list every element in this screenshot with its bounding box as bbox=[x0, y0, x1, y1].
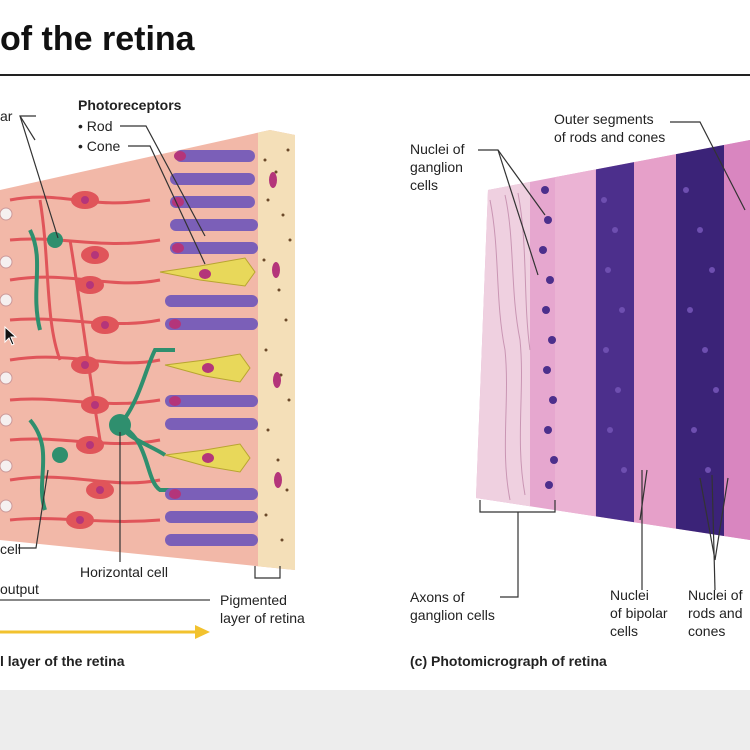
left-leader-lines bbox=[18, 115, 281, 579]
rods-nuclei-label-line1: Nuclei of bbox=[688, 587, 743, 603]
pigment-granules bbox=[262, 148, 292, 542]
inner-plexiform-layer bbox=[555, 140, 595, 540]
left-edge-neuron-bulbs bbox=[0, 207, 13, 513]
bipolar-nuclei-label-line3: cells bbox=[610, 623, 638, 639]
bipolar-label: ar bbox=[0, 108, 13, 124]
outer-segments-label-line1: Outer segments bbox=[554, 111, 654, 127]
rod-cells bbox=[165, 150, 258, 546]
slide-title: of the retina bbox=[0, 20, 195, 58]
right-leader-lines bbox=[478, 121, 746, 598]
retina-schematic: ar Photoreceptors • Rod • Cone cell Hori… bbox=[0, 97, 305, 669]
axons-label-line2: ganglion cells bbox=[410, 607, 495, 623]
pigmented-label-line2: layer of retina bbox=[220, 610, 305, 626]
rods-nuclei-label-line3: cones bbox=[688, 623, 725, 639]
ganglion-nuclei bbox=[539, 186, 558, 489]
horizontal-cell-label: Horizontal cell bbox=[80, 564, 168, 580]
photoreceptor-segment-layer bbox=[724, 140, 750, 540]
bipolar-nuclei-label-line2: of bipolar bbox=[610, 605, 668, 621]
ganglion-fiber-layer bbox=[476, 140, 530, 540]
outer-nuclear-layer bbox=[676, 140, 724, 540]
rod-label: • Rod bbox=[78, 118, 112, 134]
pigmented-layer bbox=[258, 130, 295, 570]
cone-label: • Cone bbox=[78, 138, 120, 154]
tissue-background bbox=[0, 130, 295, 570]
output-arrow bbox=[0, 625, 210, 639]
photomicrograph: Nuclei of ganglion cells Outer segments … bbox=[410, 111, 750, 669]
inner-nuclear-layer bbox=[596, 140, 634, 540]
outer-segments-label-line2: of rods and cones bbox=[554, 129, 665, 145]
rods-nuclei-label-line2: rods and bbox=[688, 605, 742, 621]
output-label: output bbox=[0, 581, 39, 597]
axons-label-line1: Axons of bbox=[410, 589, 465, 605]
rod-nuclei bbox=[169, 151, 186, 499]
ganglion-nuclei-label-line3: cells bbox=[410, 177, 438, 193]
right-panel-caption: (c) Photomicrograph of retina bbox=[410, 653, 607, 669]
axon-fibers bbox=[489, 192, 531, 501]
photoreceptors-heading: Photoreceptors bbox=[78, 97, 182, 113]
pigment-cell-nuclei bbox=[269, 172, 282, 488]
ganglion-nuclei-label-line2: ganglion bbox=[410, 159, 463, 175]
bipolar-nuclei-label-line1: Nuclei bbox=[610, 587, 649, 603]
retina-figure: ar Photoreceptors • Rod • Cone cell Hori… bbox=[0, 97, 750, 669]
outer-plexiform-layer bbox=[634, 140, 676, 540]
nuclei-texture bbox=[601, 187, 719, 473]
horizontal-cell-bodies bbox=[47, 232, 131, 463]
neuron-nuclei bbox=[76, 196, 109, 524]
mouse-pointer-icon bbox=[4, 326, 18, 346]
left-panel-caption: l layer of the retina bbox=[0, 653, 125, 669]
bottom-bar bbox=[0, 690, 750, 750]
title-divider bbox=[0, 74, 750, 76]
ganglion-nuclei-label-line1: Nuclei of bbox=[410, 141, 465, 157]
pigmented-label-line1: Pigmented bbox=[220, 592, 287, 608]
cone-nuclei bbox=[199, 269, 214, 463]
cell-label: cell bbox=[0, 541, 21, 557]
